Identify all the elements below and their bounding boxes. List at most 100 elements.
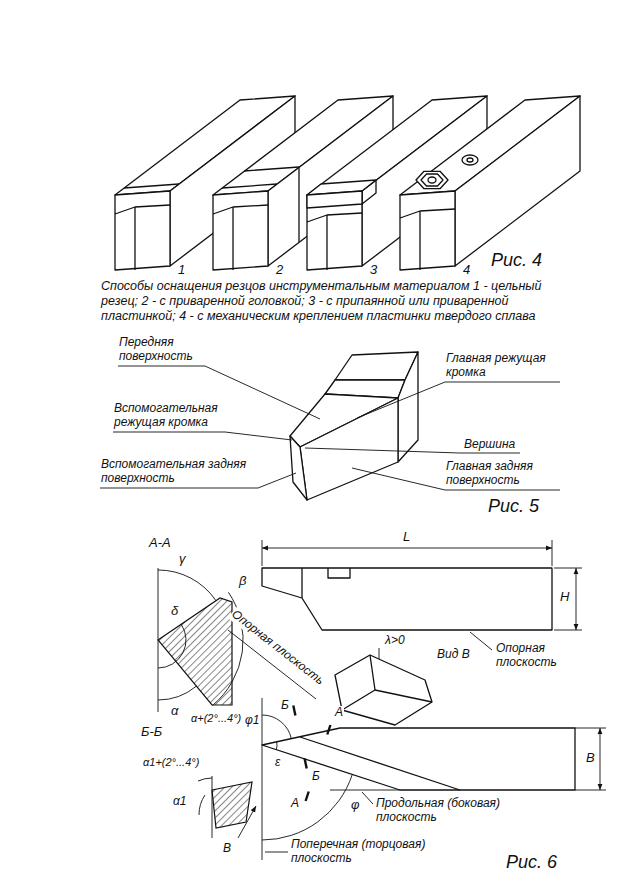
view-label: Вид В — [436, 648, 471, 662]
reference-line-part — [575, 790, 606, 791]
plane-label: Опорная плоскость — [495, 642, 577, 670]
callout-number: 1 — [177, 263, 186, 278]
callout-number: 3 — [369, 263, 378, 278]
dimension-label: H — [559, 590, 570, 605]
cutter-figure-part — [467, 158, 473, 162]
section-a-part — [158, 624, 186, 668]
plane-label: Продольная (боковая) плоскость — [375, 797, 557, 825]
cutter-figure-part — [455, 96, 580, 266]
leader-line-part — [357, 382, 560, 418]
section-a-part — [158, 570, 216, 601]
angle-label: φ — [350, 798, 360, 813]
figure-number: Рис. 6 — [505, 852, 558, 873]
section-a-part — [158, 568, 159, 712]
callout-number: 2 — [275, 263, 284, 278]
angle-label: λ>0 — [384, 634, 406, 648]
section-mark-line-part — [327, 725, 330, 735]
reference-line-part — [575, 728, 606, 729]
section-mark: А — [334, 706, 344, 720]
cutter-figure-part — [416, 171, 448, 188]
dimension-line-part — [576, 568, 577, 630]
view-b — [335, 655, 432, 725]
cutter-figure — [115, 96, 580, 270]
view-label: В — [222, 842, 232, 856]
part-label: Главная задняя поверхность — [445, 460, 572, 488]
reference-line-part — [262, 774, 352, 840]
dimension-line-part — [554, 630, 582, 631]
plane-label: Опорная плоскость — [227, 607, 326, 689]
cutter-figure-part — [134, 207, 135, 270]
cutter-figure-part — [419, 211, 420, 270]
dimension-label: L — [402, 530, 411, 545]
reference-line-part — [276, 742, 278, 750]
cutter-figure-part — [307, 191, 362, 270]
angle-label: α1+(2°...4°) — [142, 756, 200, 769]
view-b-part — [375, 690, 432, 702]
plan-view — [262, 728, 575, 790]
angle-label: ε — [274, 756, 281, 770]
section-b-part — [212, 782, 252, 828]
part-label: Вершина — [463, 438, 516, 452]
cutter-figure-part — [213, 205, 268, 214]
cutter-head — [290, 352, 418, 500]
section-mark-line — [293, 706, 330, 801]
figure-number: Рис. 5 — [487, 496, 540, 517]
reference-line-part — [330, 790, 400, 791]
section-a-part — [158, 598, 232, 705]
section-b-part — [212, 776, 213, 838]
cutter-figure-part — [462, 155, 478, 165]
cutter-figure-part — [421, 174, 443, 186]
angle-label: α1 — [172, 795, 188, 809]
section-mark-line-part — [305, 759, 307, 769]
cutter-figure-part — [307, 213, 362, 222]
cutter-figure-part — [244, 167, 299, 171]
cutter-figure-part — [428, 177, 436, 183]
plan-view-part — [300, 737, 460, 790]
section-a-part — [158, 686, 196, 700]
cutter-figure-part — [213, 191, 268, 270]
part-label: Передняя поверхность — [118, 336, 212, 364]
section-label: Б-Б — [140, 725, 163, 740]
view-b-part — [335, 655, 432, 725]
section-mark: А — [290, 797, 300, 811]
cutter-head-part — [290, 436, 307, 500]
cutter-head-part — [398, 352, 418, 462]
reference-line-part — [362, 792, 373, 804]
section-mark-line-part — [306, 792, 309, 802]
reference-line-part — [600, 728, 601, 790]
cutter-figure-part — [400, 209, 455, 218]
part-label: Вспомогательная задняя поверхность — [100, 458, 262, 486]
angle-label: β — [238, 574, 247, 589]
cutter-figure-part — [298, 167, 299, 242]
plan-view-part — [262, 728, 575, 790]
section-b — [198, 776, 252, 838]
cutter-figure-part — [307, 191, 362, 208]
figure-caption: Способы оснащения резцов инструментальны… — [100, 279, 582, 324]
section-a — [158, 568, 243, 712]
reference-line-part — [265, 852, 288, 853]
cutter-figure-part — [222, 184, 277, 188]
angle-label: α — [170, 704, 179, 719]
side-view-part — [262, 568, 552, 630]
angle-label: γ — [178, 552, 187, 567]
angle-label: α+(2°...4°) — [190, 712, 242, 725]
dimension-label: B — [585, 751, 596, 766]
section-mark-line-part — [293, 706, 295, 716]
section-label: А-А — [148, 536, 172, 551]
cutter-figure-part — [362, 180, 376, 204]
reference-line-part — [262, 715, 291, 739]
angle-label: δ — [170, 604, 179, 619]
figure-number: Рис. 4 — [490, 250, 543, 271]
section-b-part — [198, 778, 212, 781]
section-mark: Б — [280, 699, 290, 713]
cutter-figure-part — [326, 215, 327, 270]
callout-number: 4 — [462, 263, 471, 278]
cutter-figure-part — [232, 207, 233, 270]
side-view-part — [301, 568, 302, 598]
leader-line-part — [113, 432, 292, 440]
part-label: Главная режущая кромка — [445, 352, 562, 380]
dimension-line-part — [552, 540, 553, 566]
cutter-figure-part — [124, 184, 179, 188]
